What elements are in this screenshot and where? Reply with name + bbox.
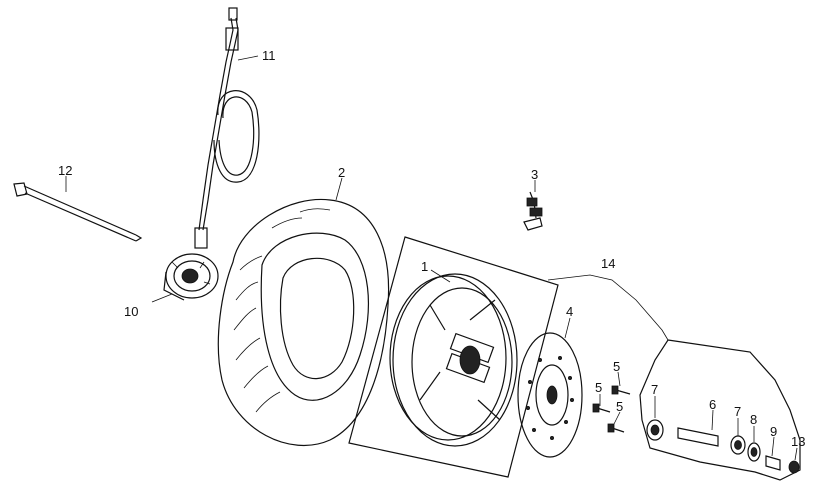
tire-drawing: [217, 198, 390, 447]
callout-3: 3: [531, 167, 538, 182]
callout-4: 4: [566, 304, 573, 319]
callout-1: 1: [421, 259, 428, 274]
bolts-drawing: [592, 385, 631, 433]
callout-14: 14: [601, 256, 615, 271]
callout-5c: 5: [616, 399, 623, 414]
axle-drawing: [13, 182, 143, 242]
bearing-group-outline: [547, 274, 801, 481]
speedometer-gear-drawing: [163, 253, 219, 301]
wheel-rim-drawing: [348, 236, 559, 478]
callout-5b: 5: [595, 380, 602, 395]
callout-11: 11: [262, 48, 276, 63]
callout-6: 6: [709, 397, 716, 412]
callout-labels: 1 2 3 4 5 5 5 6 7 7 8 9 10 11 12 13 14: [58, 48, 805, 449]
callout-2: 2: [338, 165, 345, 180]
valve-drawing: [523, 191, 543, 231]
leader-lines: [65, 55, 798, 461]
callout-10: 10: [124, 304, 138, 319]
speedometer-cable-drawing: [194, 7, 260, 249]
callout-9: 9: [770, 424, 777, 439]
callout-5a: 5: [613, 359, 620, 374]
callout-12: 12: [58, 163, 72, 178]
callout-13: 13: [791, 434, 805, 449]
callout-8: 8: [750, 412, 757, 427]
callout-7b: 7: [734, 404, 741, 419]
callout-7a: 7: [651, 382, 658, 397]
brake-disc-drawing: [517, 332, 583, 458]
